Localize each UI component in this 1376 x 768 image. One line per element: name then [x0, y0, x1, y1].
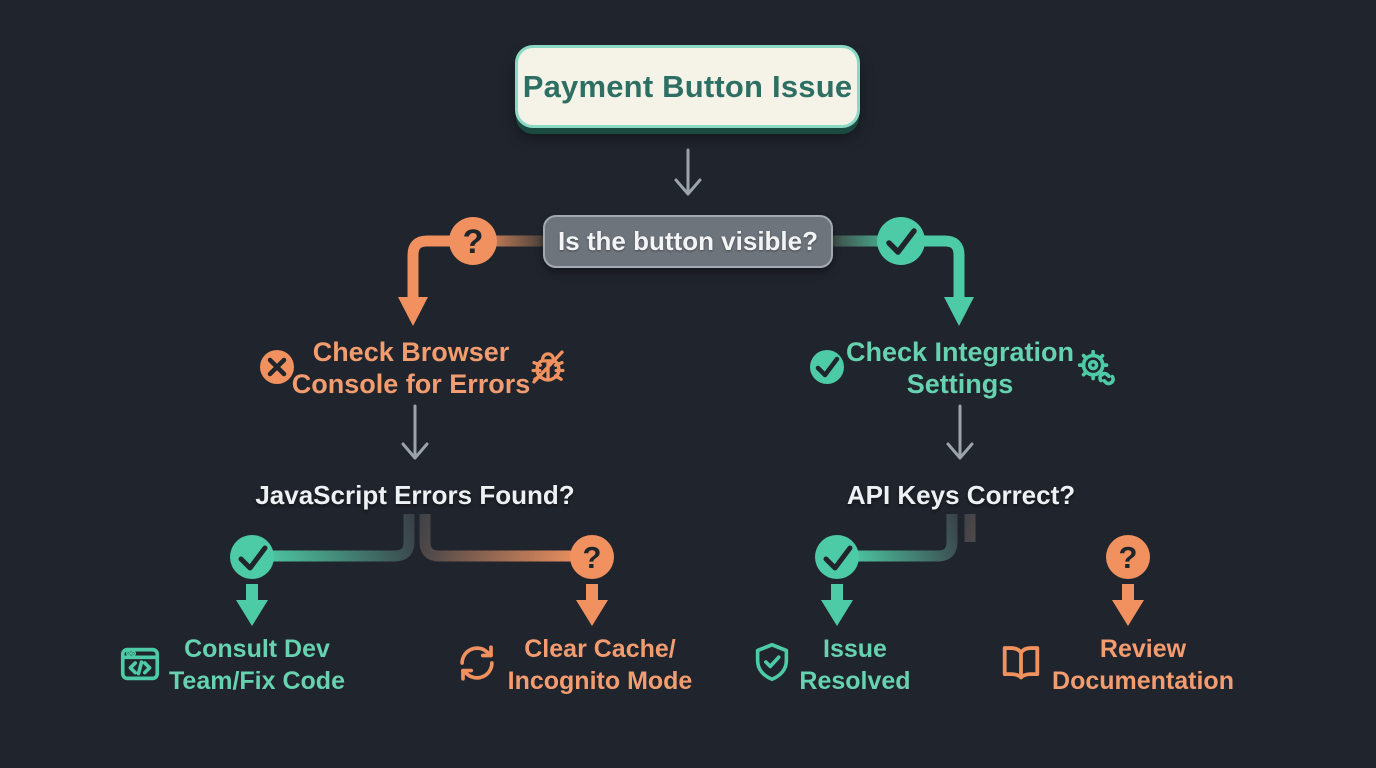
arrow-to-review-docs: [1112, 584, 1144, 626]
clear-cache-node: Clear Cache/ Incognito Mode: [508, 633, 693, 697]
review-docs-node: Review Documentation: [1052, 633, 1234, 697]
gear-link-icon: [1073, 345, 1119, 391]
arrow-to-clear-cache: [576, 584, 608, 626]
check-circle-small-icon: [810, 350, 844, 384]
x-circle-icon: [260, 350, 294, 384]
question-circle-api-no-icon: ?: [1106, 535, 1150, 579]
issue-resolved-line1: Issue: [823, 635, 887, 663]
question-circle-icon: ?: [449, 217, 497, 265]
arrow-console-to-jserrors: [401, 404, 429, 460]
arrow-to-consult-dev: [236, 584, 268, 626]
decision-node-js-errors: JavaScript Errors Found?: [255, 480, 575, 510]
check-circle-api-yes-icon: [815, 535, 859, 579]
decision-node-visible: Is the button visible?: [543, 215, 833, 268]
shield-check-icon: [749, 639, 795, 685]
decision-visible-label: Is the button visible?: [557, 226, 818, 256]
decision-node-api-keys: API Keys Correct?: [846, 480, 1076, 510]
consult-dev-line2: Team/Fix Code: [169, 667, 345, 695]
review-docs-line1: Review: [1099, 635, 1187, 663]
bug-off-icon: [527, 346, 569, 388]
svg-text:?: ?: [583, 540, 602, 575]
check-console-line2: Console for Errors: [291, 369, 531, 399]
check-integration-line2: Settings: [906, 369, 1014, 399]
review-docs-line2: Documentation: [1052, 667, 1234, 695]
svg-text:?: ?: [463, 223, 484, 261]
consult-dev-line1: Consult Dev: [184, 635, 330, 663]
issue-resolved-line2: Resolved: [799, 667, 911, 695]
arrow-integration-to-apikeys: [946, 404, 974, 460]
arrow-root-to-decision: [674, 148, 702, 196]
book-open-icon: [998, 640, 1044, 686]
refresh-icon: [456, 642, 498, 684]
consult-dev-node: Consult Dev Team/Fix Code: [169, 633, 345, 697]
root-node: Payment Button Issue: [515, 45, 860, 128]
code-window-icon: [117, 641, 163, 687]
edge-apikeys-yes: [851, 514, 958, 562]
check-console-line1: Check Browser: [312, 337, 510, 367]
clear-cache-line1: Clear Cache/: [524, 635, 676, 663]
arrow-to-issue-resolved: [821, 584, 853, 626]
check-circle-icon: [877, 217, 925, 265]
question-circle-js-no-icon: ?: [570, 535, 614, 579]
check-integration-line1: Check Integration: [845, 337, 1075, 367]
edge-jserrors-yes: [266, 514, 415, 562]
check-integration-node: Check Integration Settings: [846, 336, 1074, 400]
clear-cache-line2: Incognito Mode: [507, 667, 693, 695]
issue-resolved-node: Issue Resolved: [799, 633, 910, 697]
edge-jserrors-no: [419, 514, 578, 562]
check-console-node: Check Browser Console for Errors: [292, 336, 531, 400]
check-circle-js-yes-icon: [230, 535, 274, 579]
svg-text:?: ?: [1119, 540, 1138, 575]
root-node-label: Payment Button Issue: [522, 68, 853, 104]
